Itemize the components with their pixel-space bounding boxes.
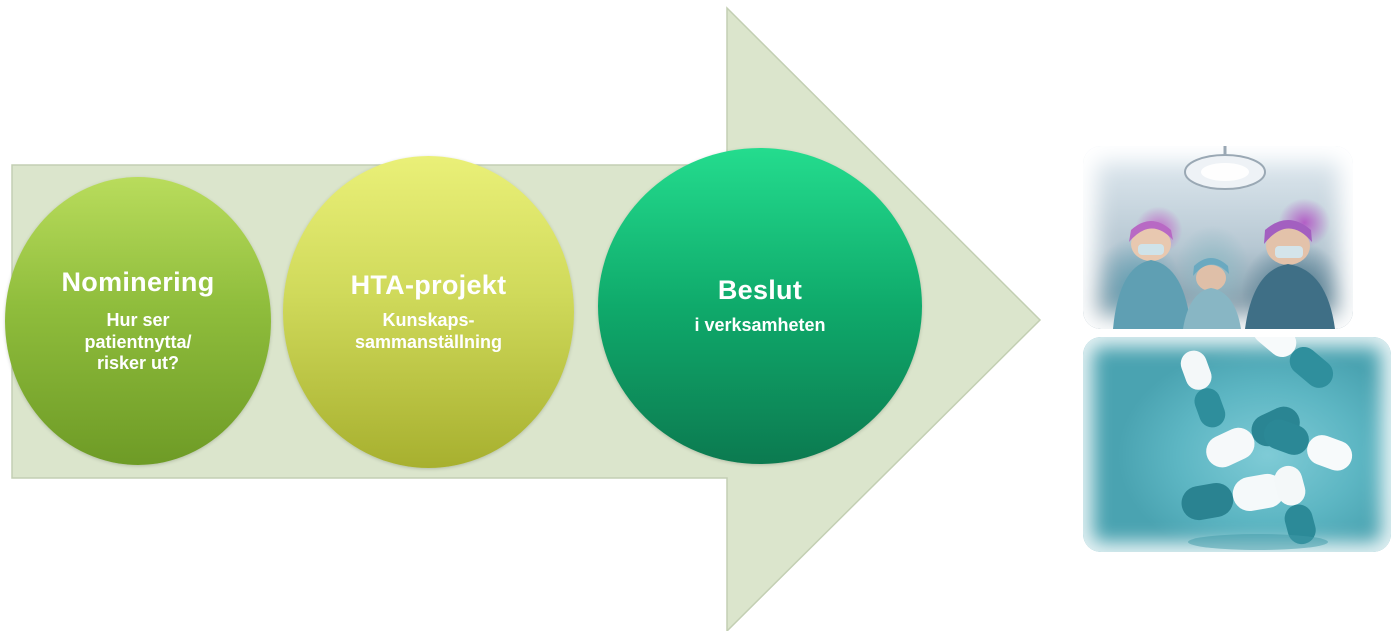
step-nominering: Nominering Hur ser patientnytta/ risker … [5,177,271,465]
pills-illustration [1180,337,1353,550]
step-title: Beslut [717,275,803,306]
capsule [1252,337,1334,388]
surgery-illustration [1113,146,1335,329]
step-subtitle: i verksamheten [694,315,826,336]
step-subtitle: Hur ser patientnytta/ risker ut? [84,310,192,374]
capsule [1263,419,1353,471]
step-beslut: Beslut i verksamheten [598,148,922,464]
step-title: Nominering [61,267,215,298]
pills-photo [1083,337,1391,552]
surgery-photo [1083,146,1353,329]
capsule [1274,465,1316,545]
step-subtitle: Kunskaps- sammanställning [354,310,503,353]
capsule [1180,350,1226,428]
capsule [1181,473,1285,521]
step-hta-projekt: HTA-projekt Kunskaps- sammanställning [283,156,574,468]
step-title: HTA-projekt [350,270,507,301]
